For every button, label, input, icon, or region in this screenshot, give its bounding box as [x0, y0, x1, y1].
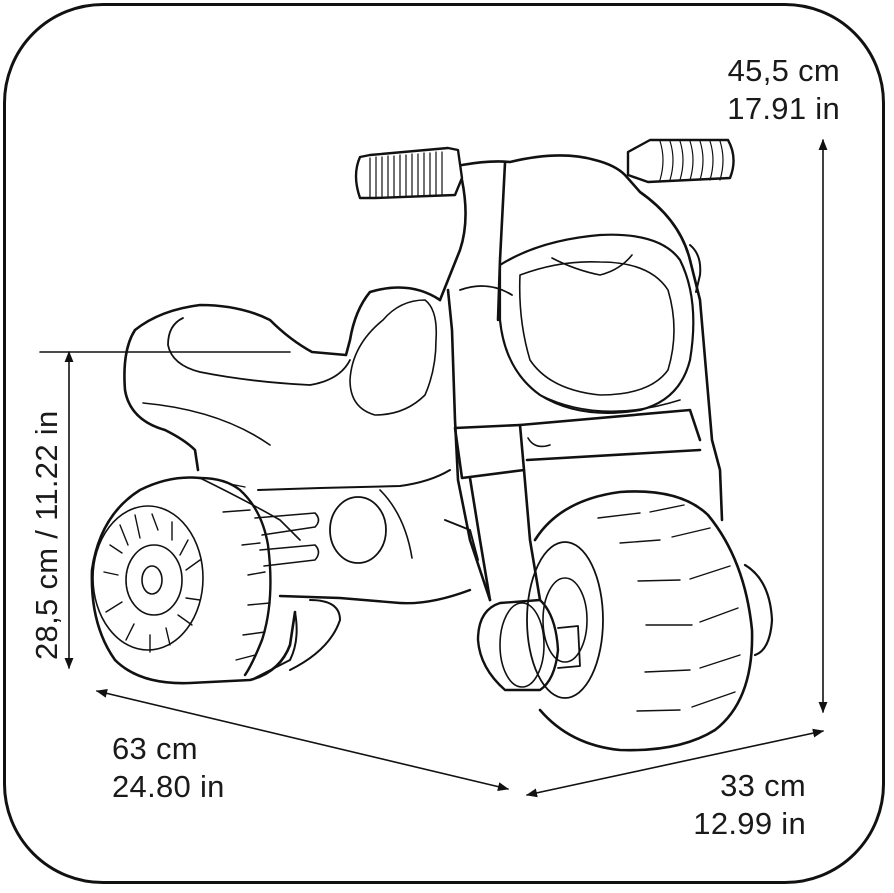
width-metric: 33 cm — [720, 768, 806, 803]
rear-wheel — [90, 476, 341, 685]
handlebar-right-grip — [626, 138, 735, 184]
front-wheel — [526, 490, 774, 752]
side-panel — [254, 469, 479, 605]
height-metric: 45,5 cm — [727, 53, 840, 88]
length-imperial: 24.80 in — [112, 769, 225, 804]
front-axle-hub — [476, 598, 581, 692]
handlebar-left-grip — [354, 146, 464, 200]
seat-height-dimension-label: 28,5 cm / 11.22 in — [29, 410, 64, 660]
diagram-frame — [3, 3, 885, 884]
seat-and-body — [123, 285, 513, 602]
length-dimension-label: 63 cm 24.80 in — [112, 730, 225, 806]
width-imperial: 12.99 in — [693, 806, 806, 841]
height-imperial: 17.91 in — [727, 91, 840, 126]
length-arrow — [95, 688, 510, 792]
front-fairing — [438, 154, 724, 522]
dimension-arrows — [39, 138, 828, 798]
length-metric: 63 cm — [112, 731, 198, 766]
front-fork — [453, 394, 702, 602]
width-arrow — [525, 728, 825, 798]
width-dimension-label: 33 cm 12.99 in — [668, 767, 806, 843]
height-dimension-label: 45,5 cm 17.91 in — [704, 52, 840, 128]
